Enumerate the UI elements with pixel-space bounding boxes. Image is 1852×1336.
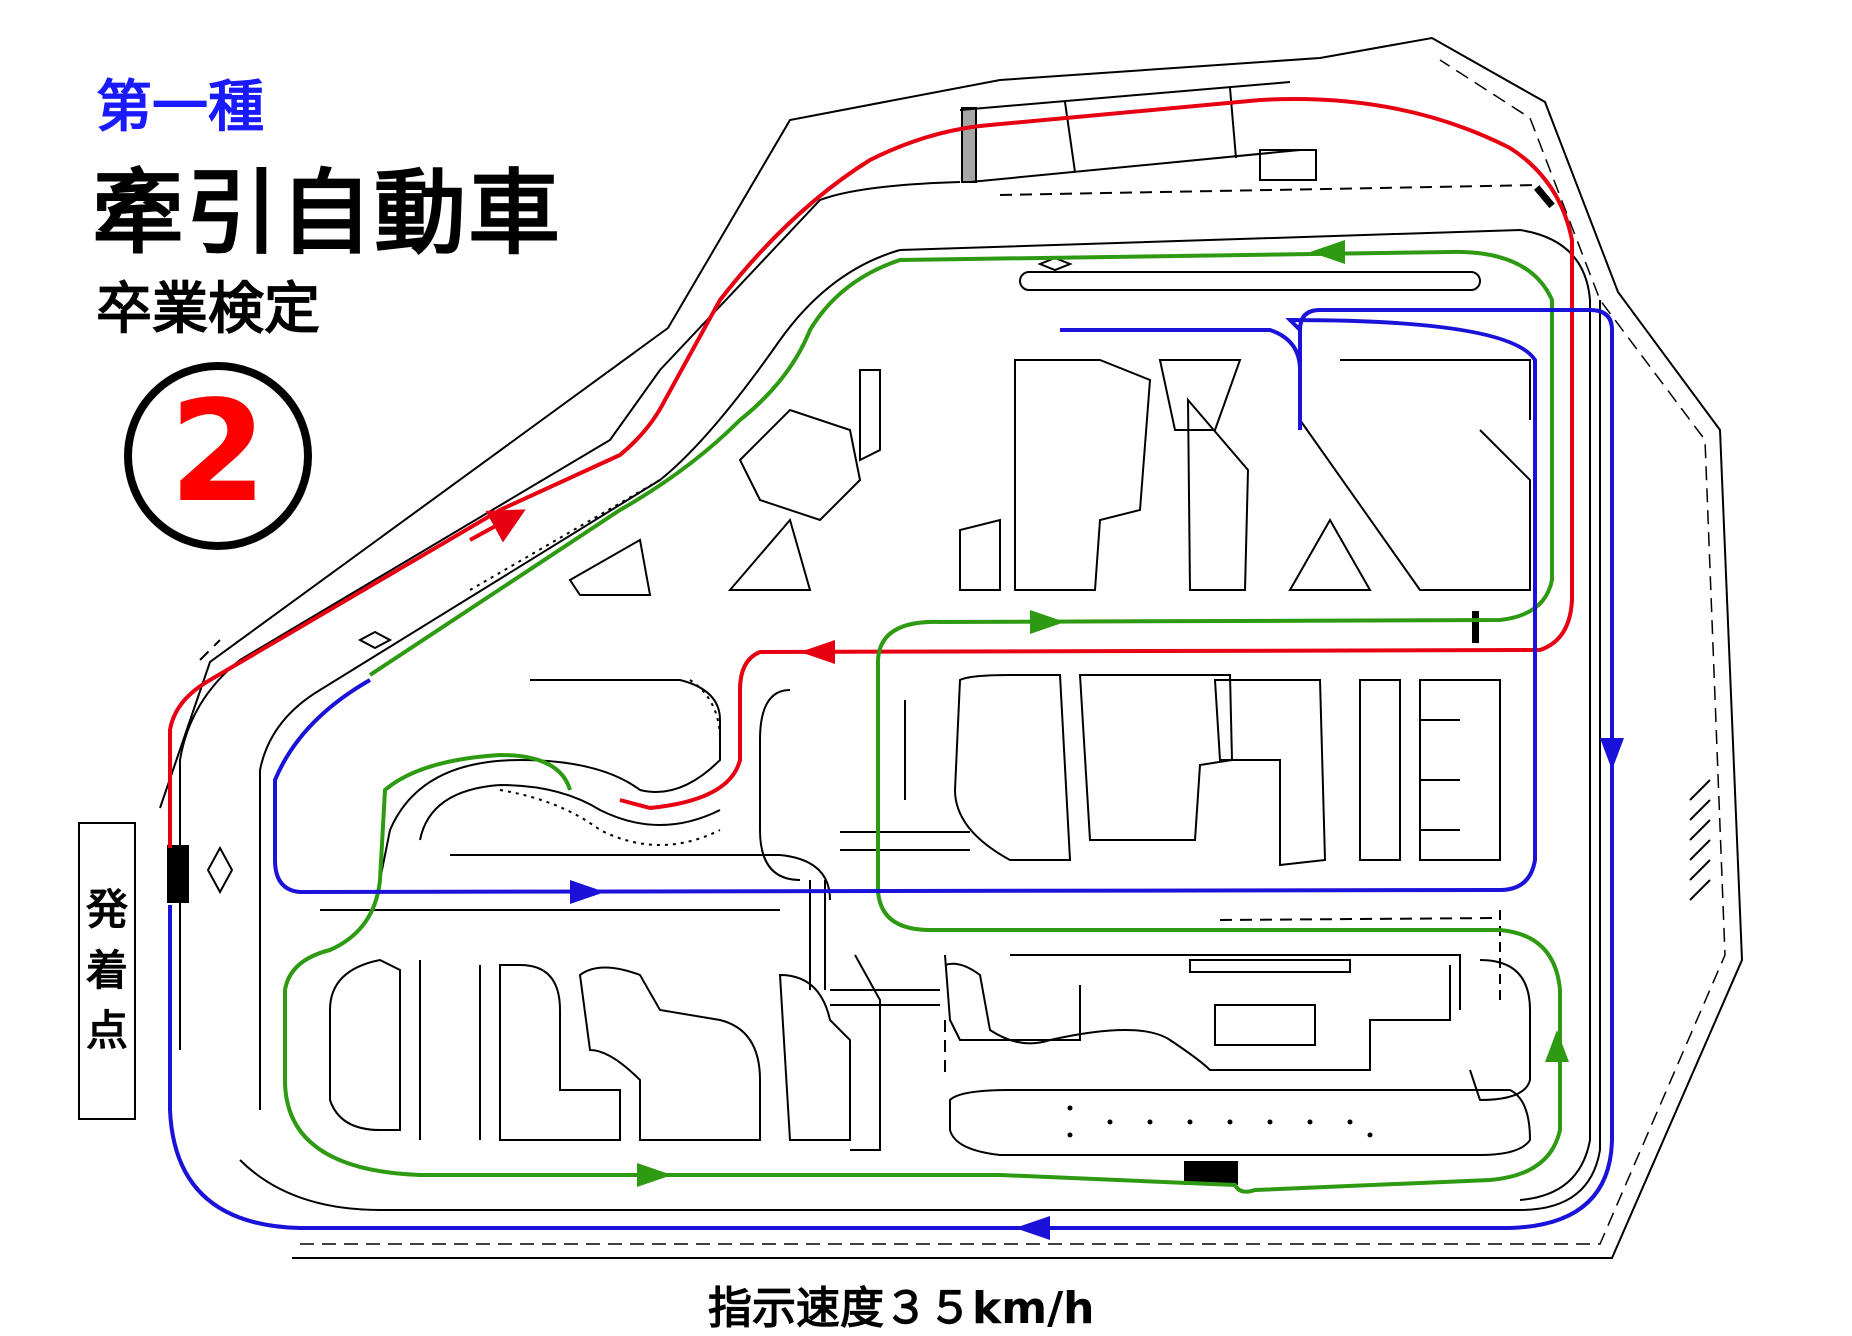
route-green-arrow-4	[637, 1163, 672, 1187]
route-red	[168, 97, 1574, 848]
exam-subtitle: 卒業検定	[96, 277, 320, 342]
page-title: 牽引自動車	[92, 160, 563, 267]
dashed-lines	[199, 184, 1541, 1080]
site-boundary-inner	[300, 59, 1726, 1245]
guide-lines	[469, 479, 721, 846]
start-point-box: 発 着 点	[78, 822, 136, 1120]
site-boundary	[159, 36, 1744, 1259]
route-blue-arrow-1	[1600, 738, 1624, 770]
route-blue-arrow-2	[570, 880, 605, 904]
markers	[167, 185, 1555, 1185]
start-label-2: 着	[85, 945, 128, 995]
road-edges	[179, 181, 1601, 1211]
route-green-arrow-1	[1310, 240, 1345, 264]
route-red-arrow-2	[800, 640, 835, 664]
route-green-arrow-3	[1545, 1030, 1569, 1062]
dot-row	[1067, 1105, 1373, 1138]
inner-blocks	[320, 271, 1532, 1156]
speed-note: 指示速度３５km/h	[708, 1283, 1095, 1334]
route-blue	[168, 308, 1614, 1230]
start-label-1: 発	[85, 884, 128, 934]
category-label: 第一種	[96, 75, 264, 140]
route-green-arrow-2	[1030, 610, 1065, 634]
top-straight	[959, 81, 1317, 183]
course-number-badge: 2	[124, 362, 312, 550]
course-number: 2	[169, 371, 267, 534]
start-label-3: 点	[85, 1006, 128, 1056]
hatch-marks	[809, 779, 1711, 1006]
route-green	[283, 249, 1562, 1194]
route-red-arrow	[469, 509, 526, 543]
route-blue-arrow-3	[1015, 1216, 1050, 1240]
